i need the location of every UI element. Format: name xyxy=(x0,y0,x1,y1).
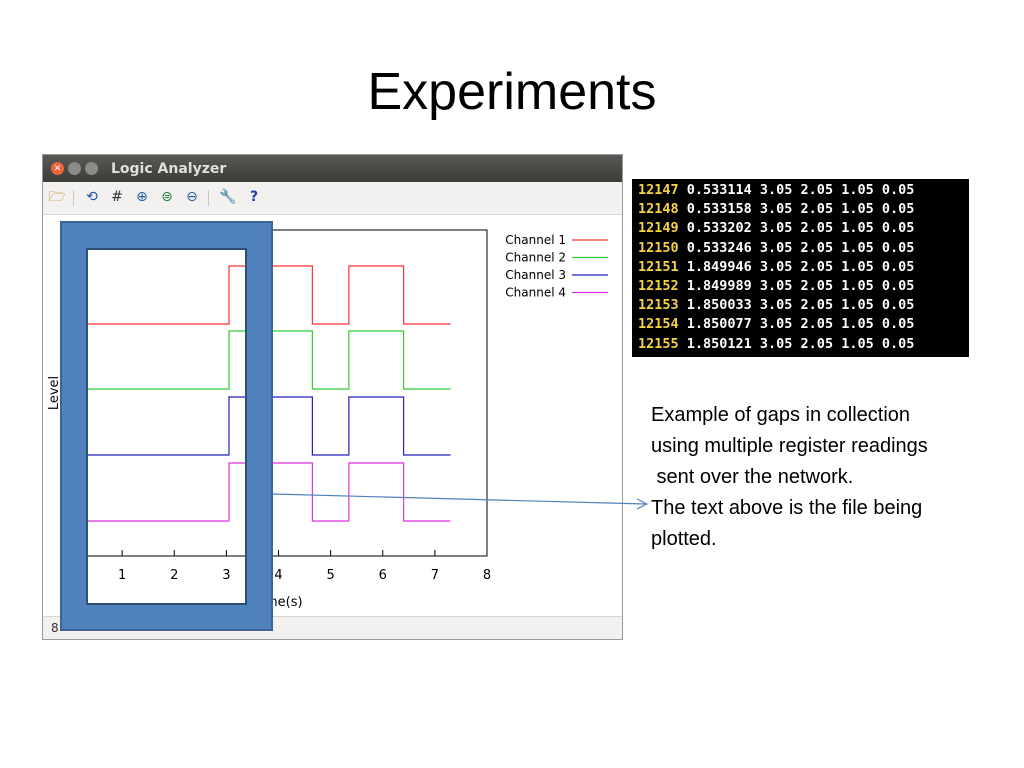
x-tick-label: 8 xyxy=(483,568,491,583)
toolbar-separator xyxy=(208,190,209,206)
window-title: Logic Analyzer xyxy=(111,161,227,177)
data-row-values: 1.849989 3.05 2.05 1.05 0.05 xyxy=(678,277,915,294)
zoom-fit-icon[interactable]: ⊜ xyxy=(161,189,173,205)
toolbar-separator xyxy=(73,190,74,206)
refresh-icon[interactable]: ⟲ xyxy=(86,189,98,205)
highlight-overlay-inner: 1 2 3 xyxy=(86,248,247,605)
caption-text: Example of gaps in collection using multi… xyxy=(651,400,991,555)
arrow-head xyxy=(636,498,649,510)
x-tick-label: 6 xyxy=(379,568,387,583)
data-row-index: 12153 xyxy=(638,297,679,314)
status-text: 8 xyxy=(51,621,59,635)
legend-label: Channel 2 xyxy=(505,251,566,265)
data-row: 12152 1.849989 3.05 2.05 1.05 0.05 xyxy=(638,277,969,296)
slide-title: Experiments xyxy=(367,63,657,121)
x-tick-label: 7 xyxy=(431,568,439,583)
x-tick-label: 4 xyxy=(274,568,282,583)
zoomed-plot: 1 2 3 xyxy=(88,265,245,583)
settings-icon[interactable]: 🔧 xyxy=(219,189,237,205)
data-row-index: 12154 xyxy=(638,316,679,333)
data-row-values: 1.849946 3.05 2.05 1.05 0.05 xyxy=(678,258,915,275)
data-row-index: 12150 xyxy=(638,239,679,256)
toolbar: 🗁 ⟲ # ⊕ ⊜ ⊖ 🔧 ? xyxy=(43,182,622,215)
legend-label: Channel 1 xyxy=(505,233,566,247)
zoom-x-tick-label: 1 xyxy=(118,568,126,583)
caption-line: The text above is the file being xyxy=(651,497,923,519)
zoom-x-tick-label: 3 xyxy=(222,568,230,583)
data-row-index: 12148 xyxy=(638,201,679,218)
zoom-out-icon[interactable]: ⊖ xyxy=(186,189,198,205)
open-icon[interactable]: 🗁 xyxy=(48,189,66,205)
data-row-values: 1.850121 3.05 2.05 1.05 0.05 xyxy=(678,335,915,352)
arrow-line xyxy=(272,493,646,505)
x-tick-label: 5 xyxy=(326,568,334,583)
close-window-button[interactable]: ✕ xyxy=(51,162,64,175)
window-titlebar[interactable]: ✕ Logic Analyzer xyxy=(43,155,622,182)
data-row-values: 0.533158 3.05 2.05 1.05 0.05 xyxy=(678,201,915,218)
data-row: 12150 0.533246 3.05 2.05 1.05 0.05 xyxy=(638,239,969,258)
zoom-x-tick-label: 2 xyxy=(170,568,178,583)
data-row: 12155 1.850121 3.05 2.05 1.05 0.05 xyxy=(638,335,969,354)
caption-line: Example of gaps in collection xyxy=(651,404,911,426)
data-row-index: 12151 xyxy=(638,258,679,275)
data-row-index: 12149 xyxy=(638,220,679,237)
data-row: 12148 0.533158 3.05 2.05 1.05 0.05 xyxy=(638,200,969,219)
minimize-window-button[interactable] xyxy=(68,162,81,175)
legend-label: Channel 4 xyxy=(505,286,566,300)
data-row: 12149 0.533202 3.05 2.05 1.05 0.05 xyxy=(638,219,969,238)
data-row: 12147 0.533114 3.05 2.05 1.05 0.05 xyxy=(638,181,969,200)
zoom-in-icon[interactable]: ⊕ xyxy=(136,189,148,205)
help-icon[interactable]: ? xyxy=(249,189,259,205)
data-row-index: 12147 xyxy=(638,182,679,198)
caption-line: using multiple register readings xyxy=(651,435,928,457)
maximize-window-button[interactable] xyxy=(85,162,98,175)
data-row-values: 0.533114 3.05 2.05 1.05 0.05 xyxy=(678,182,915,198)
data-row-values: 1.850033 3.05 2.05 1.05 0.05 xyxy=(678,297,915,314)
y-axis-label: Level xyxy=(47,376,62,410)
data-row: 12154 1.850077 3.05 2.05 1.05 0.05 xyxy=(638,315,969,334)
data-row-values: 0.533202 3.05 2.05 1.05 0.05 xyxy=(678,220,915,237)
x-axis-label: ne(s) xyxy=(269,595,302,610)
data-row: 12151 1.849946 3.05 2.05 1.05 0.05 xyxy=(638,258,969,277)
data-row-index: 12152 xyxy=(638,277,679,294)
caption-line: plotted. xyxy=(651,528,717,550)
data-row-values: 1.850077 3.05 2.05 1.05 0.05 xyxy=(678,316,915,333)
grid-icon[interactable]: # xyxy=(111,189,123,205)
legend-label: Channel 3 xyxy=(505,268,566,282)
caption-line: sent over the network. xyxy=(651,466,854,488)
data-row-index: 12155 xyxy=(638,335,679,352)
data-row: 12153 1.850033 3.05 2.05 1.05 0.05 xyxy=(638,296,969,315)
data-row-values: 0.533246 3.05 2.05 1.05 0.05 xyxy=(678,239,915,256)
